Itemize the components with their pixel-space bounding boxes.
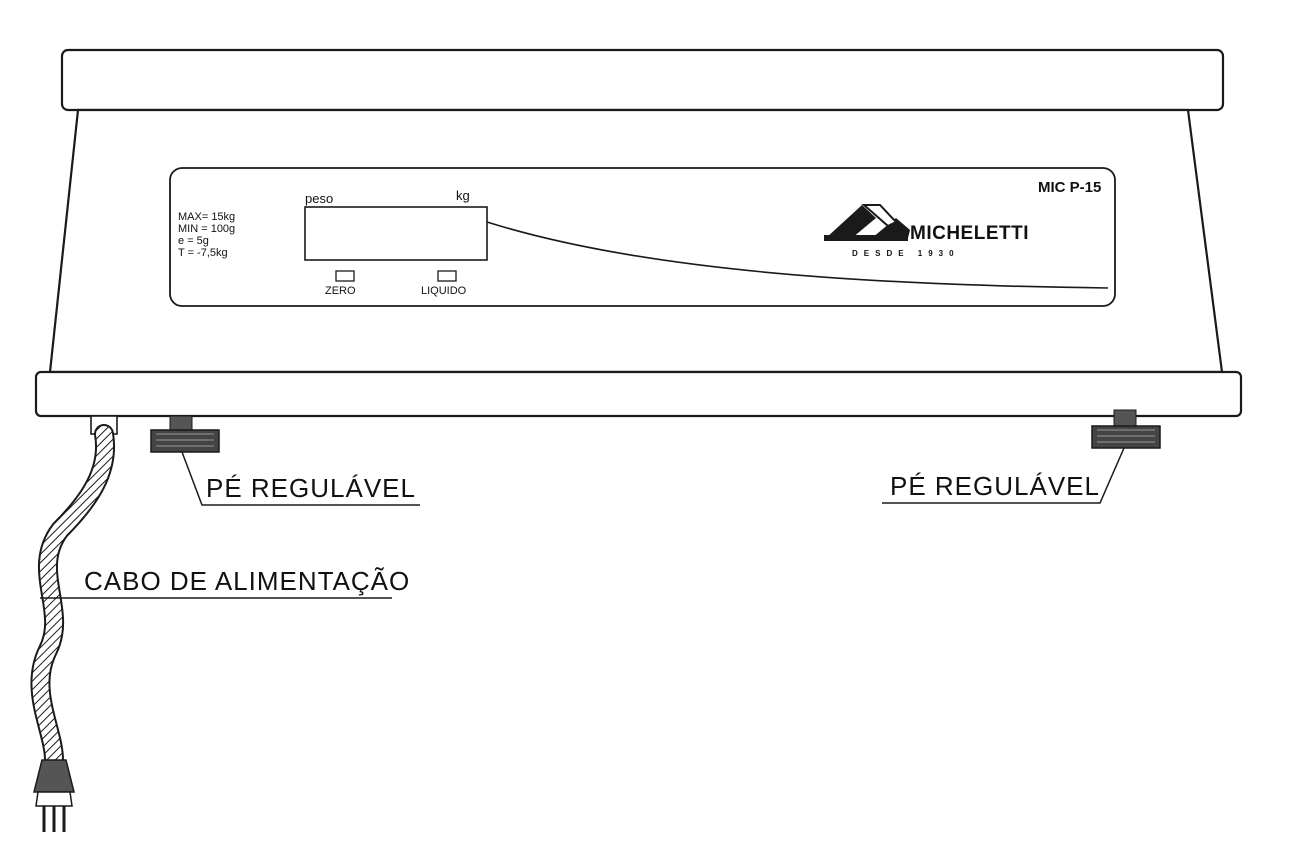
foot-right-label: PÉ REGULÁVEL (890, 471, 1100, 501)
zero-label: ZERO (325, 285, 356, 297)
spec-min: MIN = 100g (178, 223, 235, 235)
weight-label: peso (305, 191, 333, 206)
model-label: MIC P-15 (1038, 179, 1101, 196)
spec-e: e = 5g (178, 235, 209, 247)
panel-swoosh (486, 221, 1109, 289)
foot-right-leader (882, 447, 1125, 504)
weighing-platform (60, 48, 1225, 112)
cable-label: CABO DE ALIMENTAÇÃO (84, 566, 410, 596)
spec-tare: T = -7,5kg (178, 247, 228, 259)
foot-left-label: PÉ REGULÁVEL (206, 473, 416, 503)
weight-display (304, 206, 488, 261)
liquido-label: LIQUIDO (421, 285, 467, 297)
adjustable-foot-right (1091, 409, 1161, 449)
foot-left-leader (181, 451, 420, 506)
micheletti-logo-icon (824, 204, 910, 241)
adjustable-foot-left (150, 415, 220, 453)
brand-name: MICHELETTI (910, 223, 1029, 244)
zero-button[interactable] (335, 270, 355, 282)
front-panel (169, 167, 1116, 307)
spec-max: MAX= 15kg (178, 211, 235, 223)
scale-base (34, 370, 1243, 418)
unit-label: kg (456, 188, 470, 203)
liquido-button[interactable] (437, 270, 457, 282)
power-plug (33, 759, 75, 832)
brand-since: DESDE 1930 (852, 249, 960, 258)
